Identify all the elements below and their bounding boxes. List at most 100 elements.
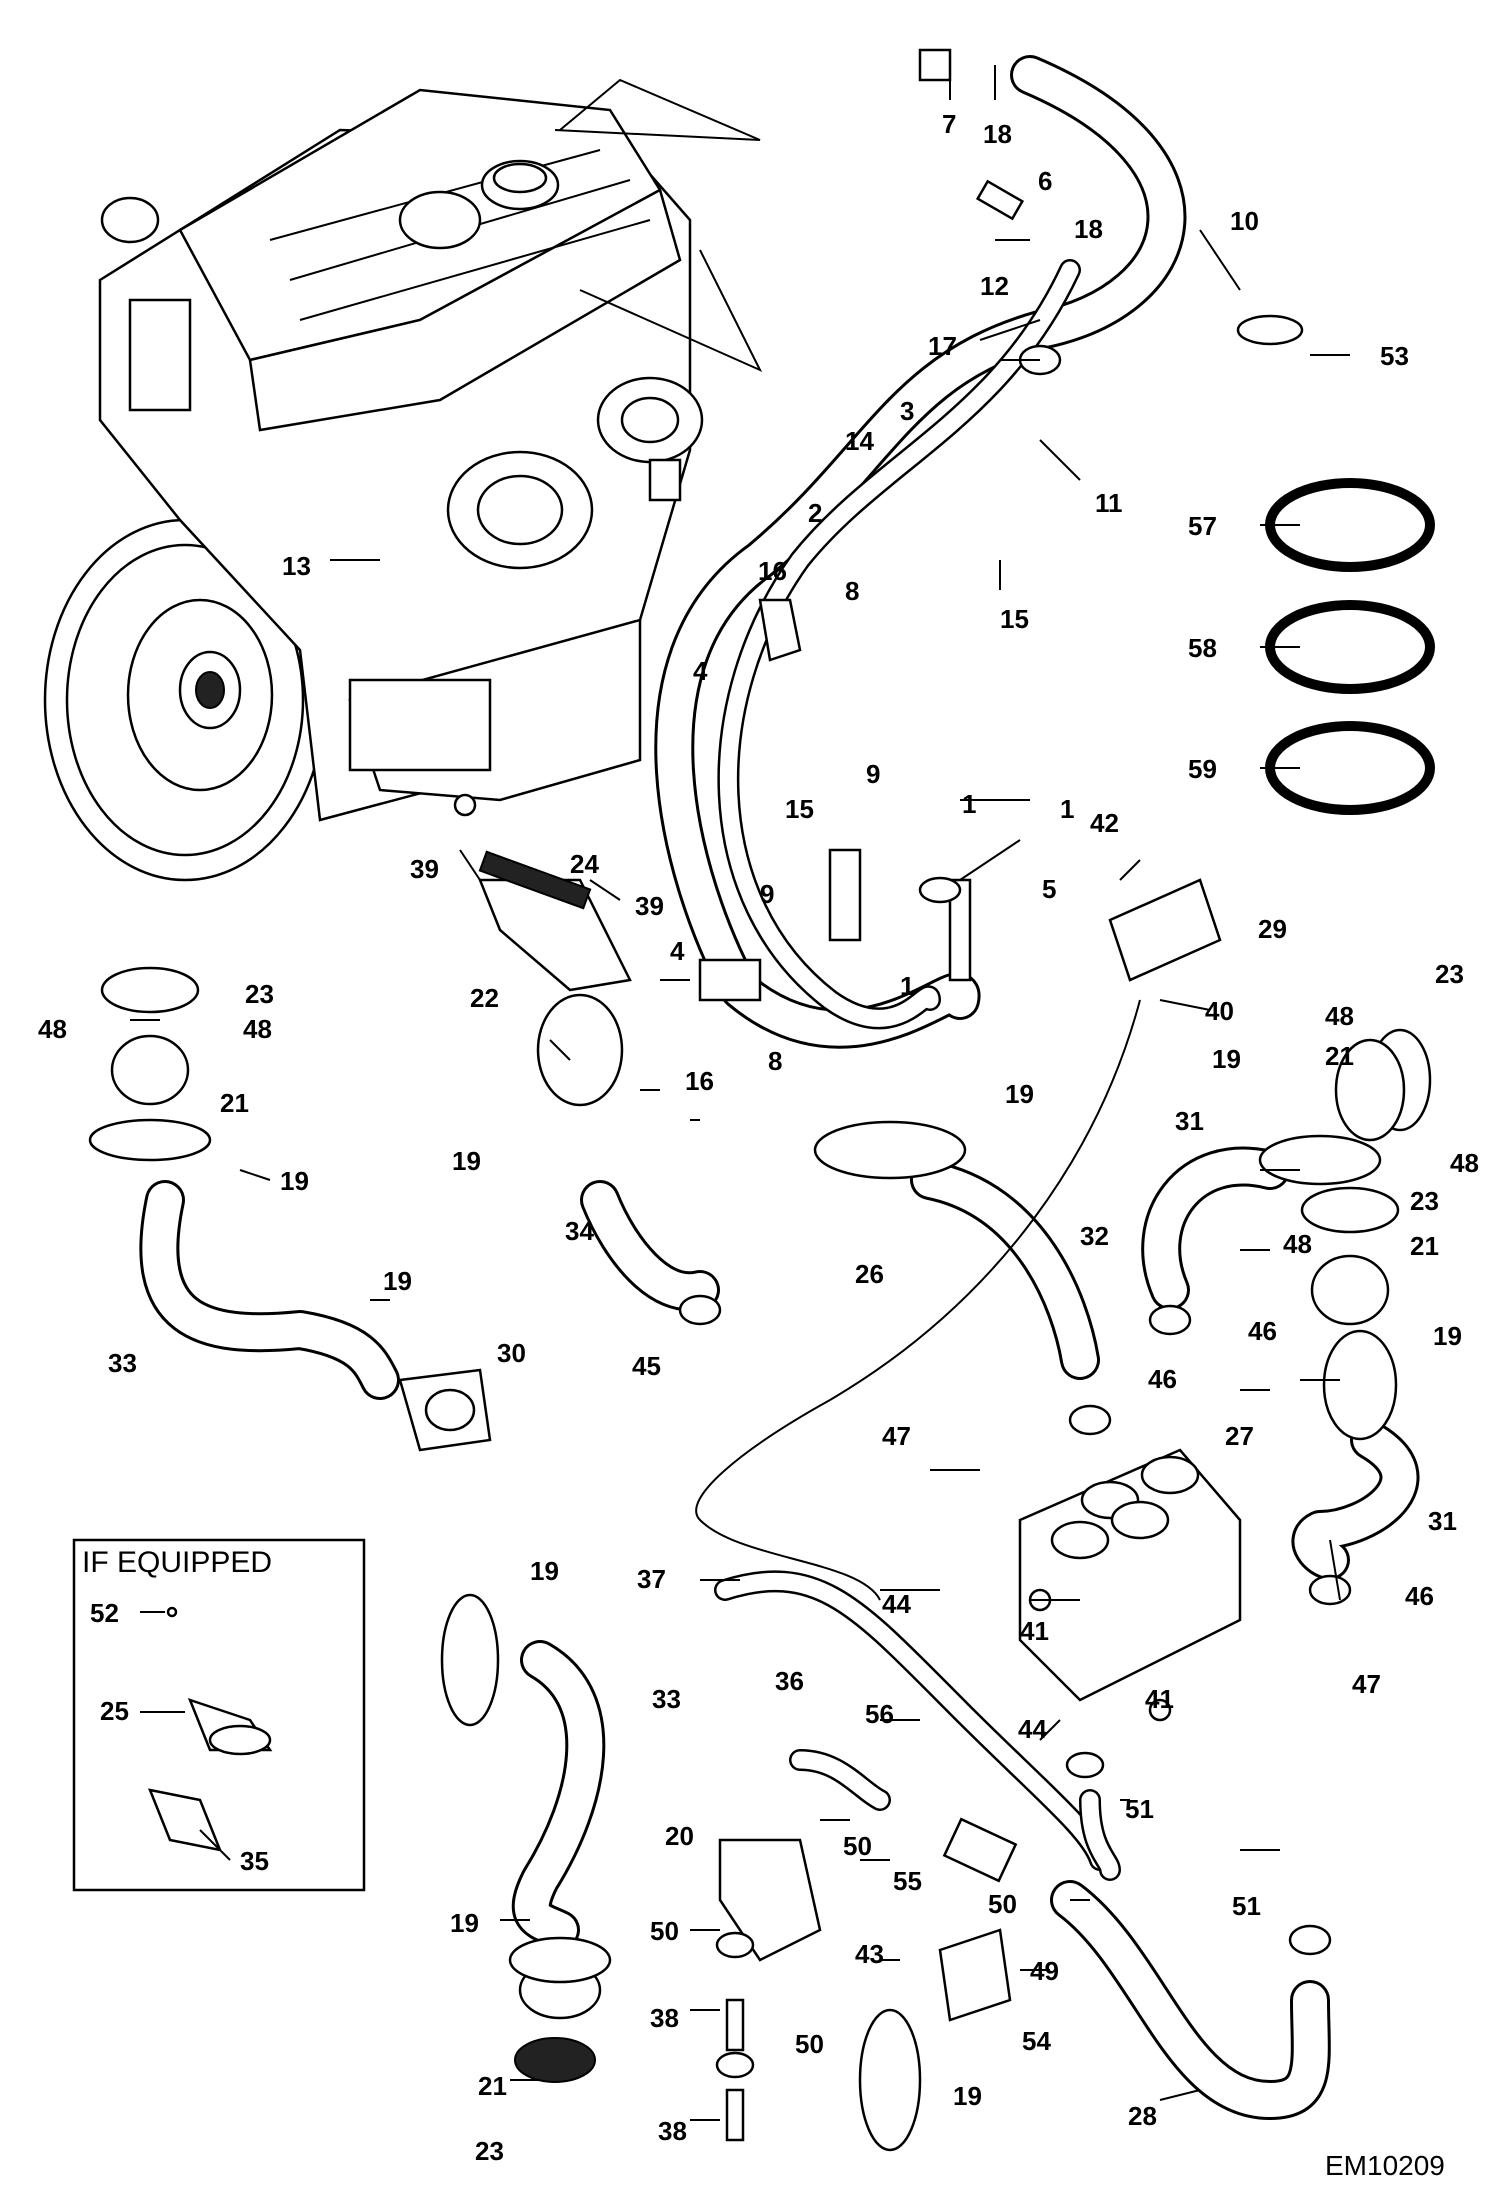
callout-48c: 48 [1325,1001,1354,1031]
callout-40: 40 [1205,996,1234,1026]
callout-31: 31 [1175,1106,1204,1136]
callout-59: 59 [1188,754,1217,784]
callout-15: 15 [1000,604,1029,634]
callout-21b: 21 [1325,1041,1354,1071]
callout-12: 12 [980,271,1009,301]
inset-label-25: 25 [100,1696,129,1726]
callout-19g: 19 [530,1556,559,1586]
callout-21c: 21 [1410,1231,1439,1261]
callout-19: 19 [280,1166,309,1196]
callout-54: 54 [1022,2026,1051,2056]
callout-37: 37 [637,1564,666,1594]
callout-46: 46 [1248,1316,1277,1346]
callout-26: 26 [855,1259,884,1289]
callout-51b: 51 [1232,1891,1261,1921]
inset-label-35: 35 [240,1846,269,1876]
callout-31b: 31 [1428,1506,1457,1536]
callout-8b: 8 [768,1046,782,1076]
callout-38: 38 [650,2003,679,2033]
callout-2: 2 [808,498,822,528]
callout-10: 10 [1230,206,1259,236]
callout-24: 24 [570,849,599,879]
callout-39b: 39 [635,891,664,921]
callout-6: 6 [1038,166,1052,196]
reference-code: EM10209 [1325,2150,1445,2181]
callout-50c: 50 [650,1916,679,1946]
callout-23b: 23 [1435,959,1464,989]
inset-if-equipped: IF EQUIPPED 52 25 35 [72,1538,366,1892]
engine-assembly [43,88,704,882]
callout-9b: 9 [760,879,774,909]
callout-19c: 19 [1005,1079,1034,1109]
callout-48: 48 [38,1014,67,1044]
callout-18b: 18 [1074,214,1103,244]
callout-47: 47 [882,1421,911,1451]
callout-29: 29 [1258,914,1287,944]
callout-20: 20 [665,1821,694,1851]
heater-box [1018,1448,1242,1702]
inset-title: IF EQUIPPED [82,1546,272,1579]
callout-7: 7 [942,109,956,139]
callout-18: 18 [983,119,1012,149]
callout-50d: 50 [795,2029,824,2059]
callout-38b: 38 [658,2116,687,2146]
callout-46b: 46 [1148,1364,1177,1394]
callout-1b: 1 [1060,794,1074,824]
callout-58: 58 [1188,633,1217,663]
callout-44b: 44 [1018,1714,1047,1744]
callout-19e: 19 [383,1266,412,1296]
callout-33b: 33 [652,1684,681,1714]
callout-39: 39 [410,854,439,884]
callout-34: 34 [565,1216,594,1246]
callout-50b: 50 [988,1889,1017,1919]
callout-labels: 7 18 6 18 10 12 17 53 3 14 2 11 57 58 59… [38,109,1479,2166]
callout-43: 43 [855,1939,884,1969]
callout-44: 44 [882,1589,911,1619]
callout-48b: 48 [243,1014,272,1044]
callout-53: 53 [1380,341,1409,371]
callout-46c: 46 [1405,1581,1434,1611]
callout-19h: 19 [450,1908,479,1938]
callout-21d: 21 [478,2071,507,2101]
callout-4: 4 [693,656,708,686]
callout-56: 56 [865,1699,894,1729]
callout-9: 9 [866,759,880,789]
callout-23: 23 [245,979,274,1009]
callout-16: 16 [758,556,787,586]
callout-23c: 23 [1410,1186,1439,1216]
callout-17: 17 [928,331,957,361]
callout-1: 1 [962,789,976,819]
callout-27: 27 [1225,1421,1254,1451]
callout-21: 21 [220,1088,249,1118]
callout-1c: 1 [900,971,914,1001]
callout-23d: 23 [475,2136,504,2166]
callout-47b: 47 [1352,1669,1381,1699]
callout-19i: 19 [953,2081,982,2111]
callout-42: 42 [1090,808,1119,838]
inset-label-52: 52 [90,1598,119,1628]
vent-parts [88,48,1435,2152]
callout-5: 5 [1042,874,1056,904]
callout-48e: 48 [1283,1229,1312,1259]
callout-11: 11 [1095,488,1123,518]
callout-8: 8 [845,576,859,606]
callout-30: 30 [497,1338,526,1368]
callout-33: 33 [108,1348,137,1378]
callout-19d: 19 [1212,1044,1241,1074]
callout-28: 28 [1128,2101,1157,2131]
callout-48d: 48 [1450,1148,1479,1178]
callout-19b: 19 [452,1146,481,1176]
callout-13: 13 [282,551,311,581]
callout-36: 36 [775,1666,804,1696]
callout-15b: 15 [785,794,814,824]
callout-50: 50 [843,1831,872,1861]
callout-19f: 19 [1433,1321,1462,1351]
callout-51: 51 [1125,1794,1154,1824]
callout-4b: 4 [670,936,685,966]
callout-3: 3 [900,396,914,426]
callout-45: 45 [632,1351,661,1381]
callout-49: 49 [1030,1956,1059,1986]
leader-lines [130,65,1350,2121]
callout-14: 14 [845,426,874,456]
